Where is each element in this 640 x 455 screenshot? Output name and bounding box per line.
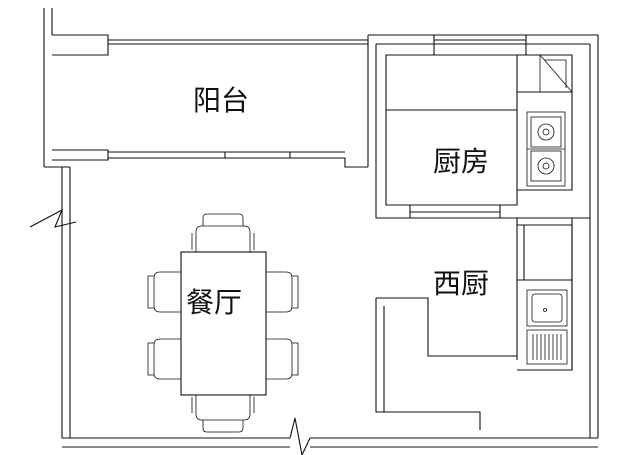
- kitchen-label: 厨房: [433, 145, 489, 178]
- sink-icon: [526, 289, 568, 365]
- chairs: [147, 213, 299, 433]
- balcony-label: 阳台: [193, 84, 249, 117]
- western-kitchen-label: 西厨: [433, 267, 489, 300]
- cooktop-icon: [526, 111, 566, 187]
- dining-table: [180, 251, 267, 396]
- dining-room-label: 餐厅: [186, 286, 242, 319]
- outer-walls: [29, 8, 599, 455]
- western-kitchen-walls: [375, 218, 573, 430]
- kitchen-walls: [375, 35, 590, 219]
- balcony-wall: [52, 149, 368, 168]
